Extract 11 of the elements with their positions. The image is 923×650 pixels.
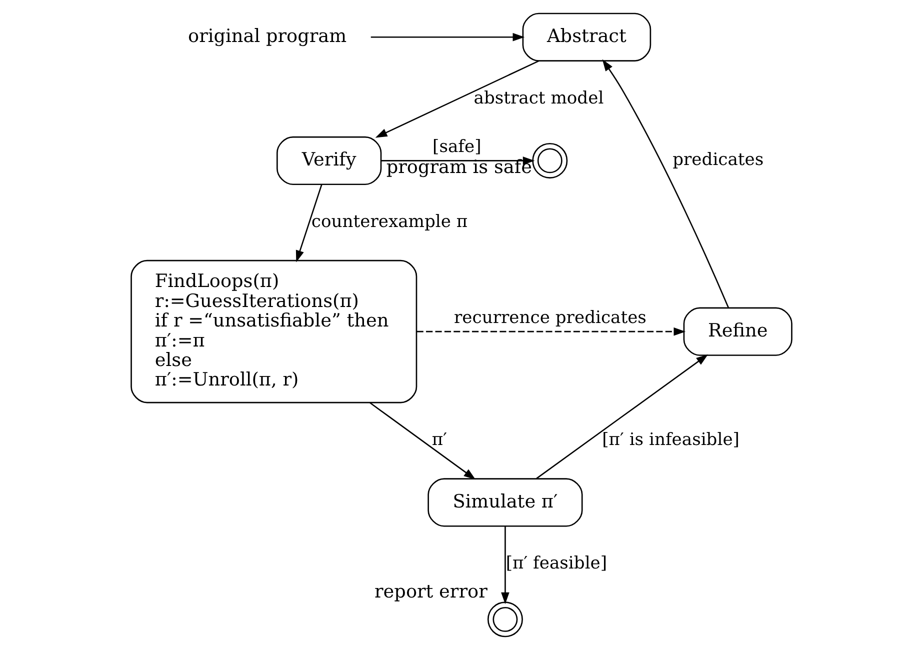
node-label: report error <box>374 581 488 602</box>
edge-label: [π′ feasible] <box>506 554 608 574</box>
edge-label: π′ <box>432 430 448 450</box>
edge-label: [π′ is infeasible] <box>602 430 740 450</box>
node-text: original program <box>188 26 347 48</box>
node-label: program is safe <box>386 156 532 178</box>
edge-label: predicates <box>672 150 764 170</box>
edge-label: counterexample π <box>311 212 468 232</box>
edge-label: recurrence predicates <box>454 308 646 328</box>
edge-label: abstract model <box>474 88 604 108</box>
edge-label: [safe] <box>432 137 482 158</box>
